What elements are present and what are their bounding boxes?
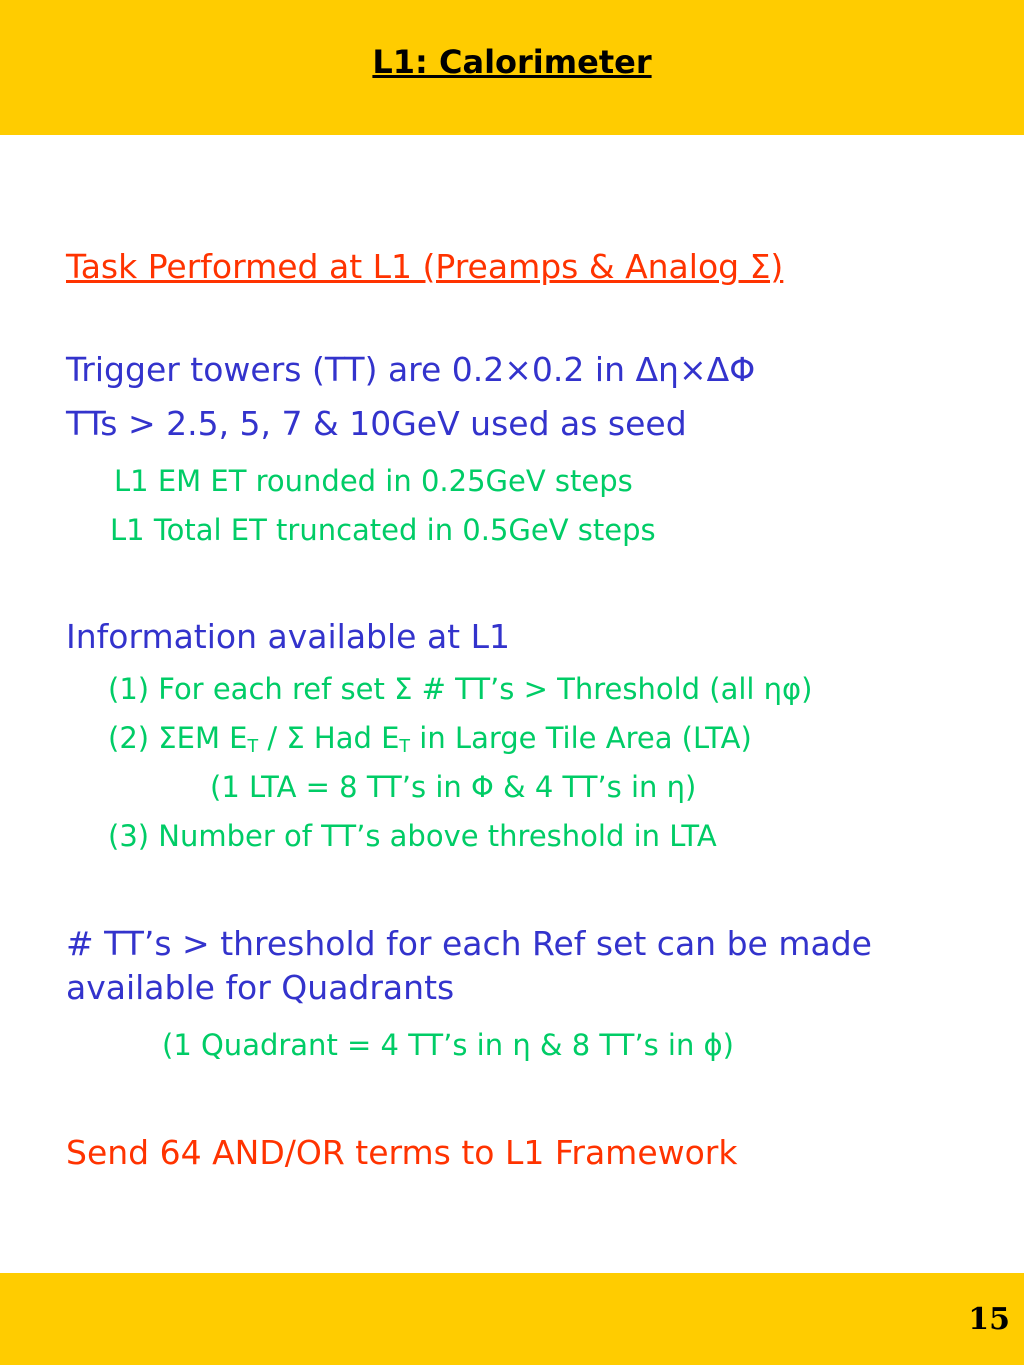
info-item-2: (2) ΣEM ET / Σ Had ET in Large Tile Area…: [108, 718, 752, 767]
total-et-text: L1 Total ET truncated in 0.5GeV steps: [110, 513, 656, 547]
info-item-2-mid: / Σ Had E: [258, 721, 400, 755]
info-item-2-suffix: in Large Tile Area (LTA): [410, 721, 752, 755]
info-item-3: (3) Number of TT’s above threshold in LT…: [108, 819, 717, 853]
quadrant-text-line1: # TT’s > threshold for each Ref set can …: [66, 924, 872, 963]
info-item-2-sub1: T: [247, 737, 259, 757]
lta-definition: (1 LTA = 8 TT’s in Φ & 4 TT’s in η): [210, 770, 697, 804]
send-terms-text: Send 64 AND/OR terms to L1 Framework: [66, 1133, 738, 1172]
slide-title: L1: Calorimeter: [372, 43, 652, 81]
tt-seed-text: TTs > 2.5, 5, 7 & 10GeV used as seed: [66, 404, 687, 443]
header-band: [0, 0, 1024, 135]
info-item-2-prefix: (2) ΣEM E: [108, 721, 248, 755]
task-heading: Task Performed at L1 (Preamps & Analog Σ…: [66, 247, 784, 286]
quadrant-definition: (1 Quadrant = 4 TT’s in η & 8 TT’s in ϕ): [162, 1028, 734, 1062]
info-item-2-sub2: T: [399, 737, 411, 757]
em-et-text: L1 EM ET rounded in 0.25GeV steps: [114, 464, 633, 498]
footer-band: [0, 1273, 1024, 1365]
quadrant-text-line2: available for Quadrants: [66, 968, 455, 1007]
page-number: 15: [968, 1302, 1010, 1337]
tt-size-text: Trigger towers (TT) are 0.2×0.2 in Δη×ΔΦ: [66, 350, 756, 389]
info-item-1: (1) For each ref set Σ # TT’s > Threshol…: [108, 672, 813, 706]
info-heading: Information available at L1: [66, 617, 510, 656]
